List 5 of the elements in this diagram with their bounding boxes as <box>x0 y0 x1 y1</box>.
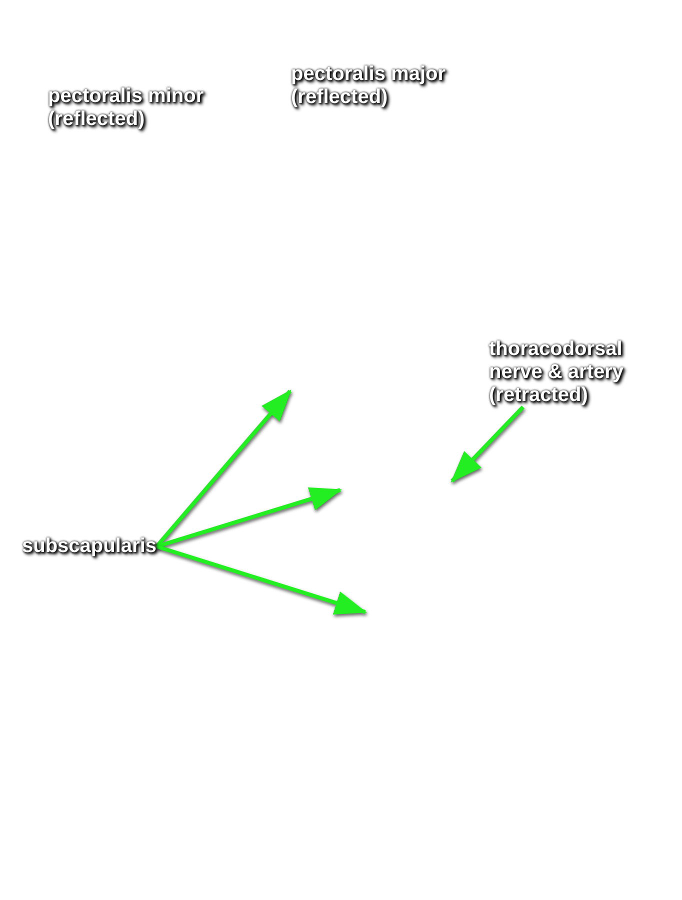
label-text: subscapularis <box>22 535 157 558</box>
leader-arrow <box>450 406 524 482</box>
label-text: pectoralis minor (reflected) <box>48 85 248 131</box>
label-text: thoracodorsal nerve & artery (retracted) <box>489 338 659 407</box>
label-text: pectoralis major (reflected) <box>291 63 491 109</box>
